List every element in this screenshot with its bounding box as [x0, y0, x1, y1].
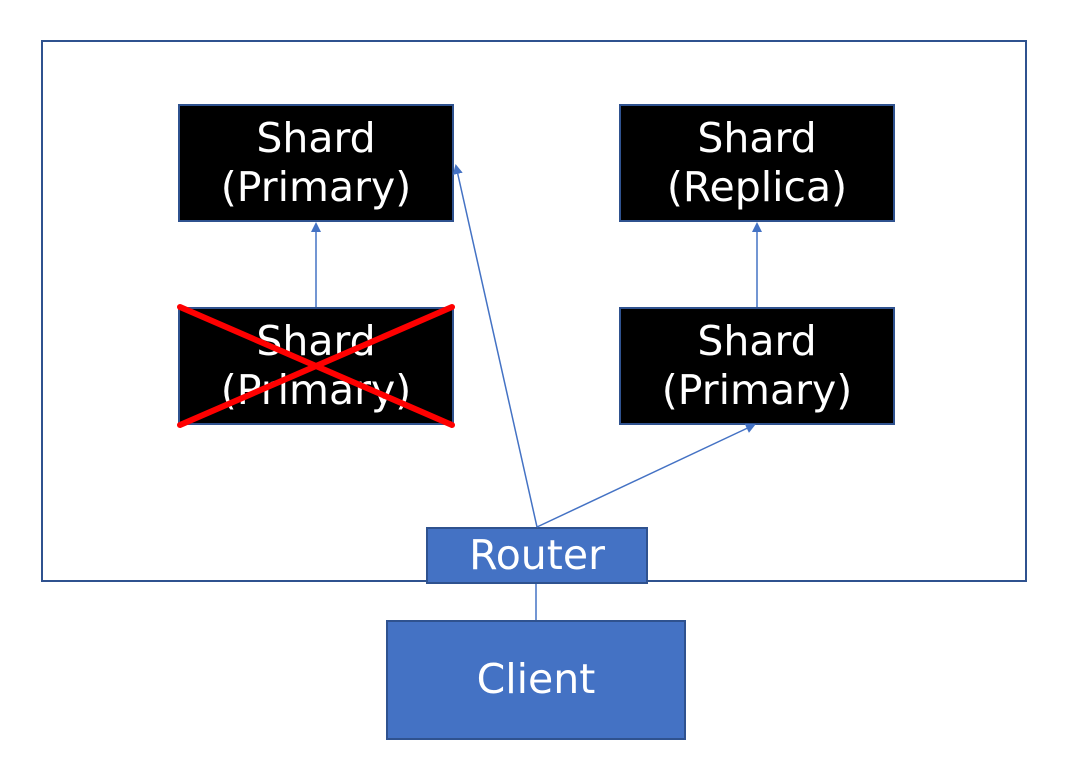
router-box: Router — [426, 527, 648, 584]
shard-bottom-left-failed-primary: Shard (Primary) — [178, 307, 454, 425]
shard-label: Shard — [256, 113, 376, 162]
shard-role-label: (Replica) — [666, 163, 848, 211]
shard-role-label: (Primary) — [220, 163, 412, 211]
shard-label: Shard — [697, 316, 817, 365]
shard-role-label: (Primary) — [661, 366, 853, 414]
shard-role-label: (Primary) — [220, 366, 412, 414]
shard-top-right-replica: Shard (Replica) — [619, 104, 895, 222]
client-label: Client — [476, 655, 596, 704]
router-label: Router — [469, 530, 605, 579]
client-box: Client — [386, 620, 686, 740]
shard-label: Shard — [697, 113, 817, 162]
shard-top-left-primary: Shard (Primary) — [178, 104, 454, 222]
shard-bottom-right-primary: Shard (Primary) — [619, 307, 895, 425]
shard-label: Shard — [256, 316, 376, 365]
